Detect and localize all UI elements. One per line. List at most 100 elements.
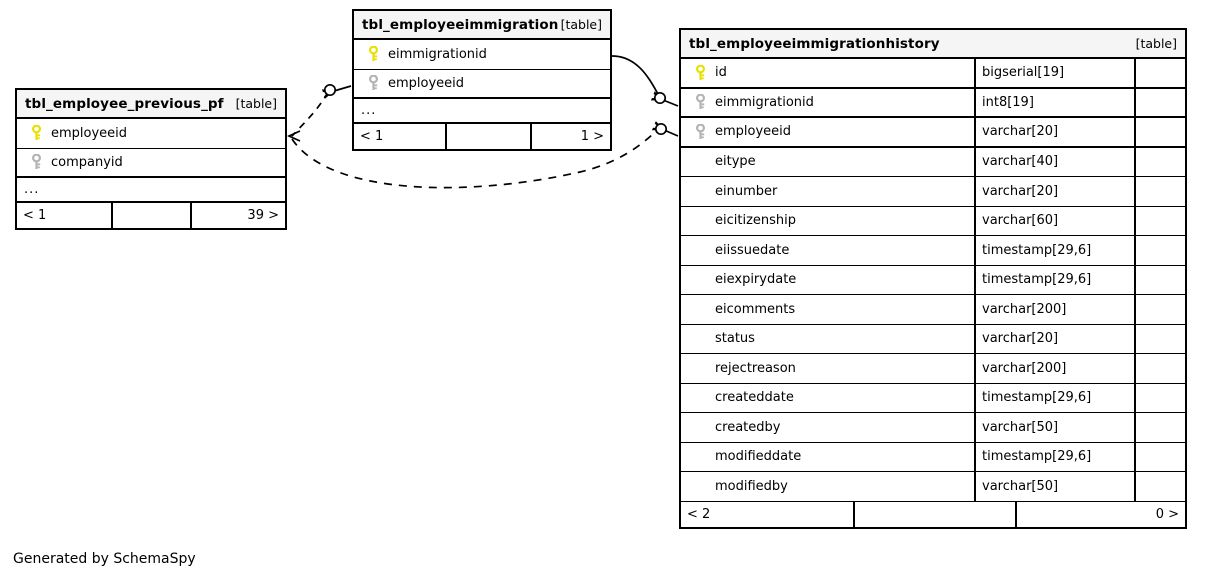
- column-cell: id: [681, 59, 974, 87]
- column-extra: [1134, 354, 1185, 383]
- table-row[interactable]: companyid: [17, 149, 285, 178]
- column-type: varchar[200]: [974, 354, 1134, 383]
- column-type: varchar[20]: [974, 177, 1134, 206]
- column-name: companyid: [51, 154, 123, 170]
- relationship-imm-to-prev: [286, 83, 352, 142]
- column-name: eicitizenship: [715, 213, 797, 229]
- column-cell: eimmigrationid: [354, 40, 610, 69]
- foreign-key-icon: [362, 75, 384, 91]
- column-name: eiissuedate: [715, 242, 790, 258]
- column-name: eimmigrationid: [388, 46, 487, 62]
- column-extra: [1134, 413, 1185, 442]
- column-cell: eitype: [681, 148, 974, 177]
- foreign-key-icon: [25, 154, 47, 170]
- zero-cardinality-marker: [653, 91, 667, 105]
- relationship-imm-to-hist: [611, 55, 679, 107]
- footer-child-count[interactable]: 0 >: [1015, 501, 1185, 527]
- footer-parent-count[interactable]: < 1: [360, 129, 384, 144]
- footer-child-count[interactable]: 39 >: [190, 203, 285, 228]
- footer-parent-count[interactable]: < 1: [23, 208, 47, 223]
- column-name: einumber: [715, 183, 778, 199]
- table-footer: < 1 39 >: [17, 203, 285, 228]
- column-extra: [1134, 295, 1185, 324]
- foreign-key-icon: [689, 123, 711, 140]
- column-extra: [1134, 472, 1185, 501]
- column-cell: status: [681, 325, 974, 354]
- primary-key-icon: [689, 64, 711, 81]
- table-header[interactable]: tbl_employeeimmigration [table]: [354, 11, 610, 40]
- primary-key-icon: [362, 46, 384, 62]
- column-name: id: [715, 65, 727, 81]
- table-footer: < 2 0 >: [681, 501, 1185, 527]
- table-type-tag: [table]: [560, 17, 602, 32]
- column-name: employeeid: [388, 75, 465, 91]
- footer-parent-count[interactable]: < 2: [687, 506, 711, 522]
- column-extra: [1134, 324, 1185, 353]
- column-cell: companyid: [17, 149, 267, 177]
- table-body: id bigserial[19] eimmigrationid int8[19]emp…: [681, 59, 1185, 502]
- table-row[interactable]: id bigserial[19]: [681, 59, 1185, 89]
- table-title: tbl_employeeimmigrationhistory: [689, 35, 940, 52]
- column-name: createdby: [715, 419, 781, 435]
- table-tbl_employeeimmigrationhistory[interactable]: tbl_employeeimmigrationhistory [table] i…: [679, 28, 1187, 529]
- table-row[interactable]: createddate timestamp[29,6]: [681, 383, 1185, 413]
- column-type: int8[19]: [974, 88, 1134, 116]
- footer-middle: [445, 124, 530, 149]
- column-type: timestamp[29,6]: [974, 383, 1134, 412]
- column-type: bigserial[19]: [974, 59, 1134, 87]
- column-cell: employeeid: [354, 70, 610, 98]
- column-extra: [1134, 236, 1185, 265]
- column-type: varchar[20]: [974, 118, 1134, 146]
- column-type: varchar[200]: [974, 295, 1134, 324]
- column-name: modifiedby: [715, 478, 788, 494]
- column-cell: rejectreason: [681, 354, 974, 383]
- column-cell: eimmigrationid: [681, 89, 974, 117]
- column-name: modifieddate: [715, 449, 802, 465]
- column-type: timestamp[29,6]: [974, 236, 1134, 265]
- column-name: eiexpirydate: [715, 272, 797, 288]
- table-type-tag: [table]: [235, 96, 277, 111]
- column-name: eimmigrationid: [715, 94, 814, 110]
- column-type: timestamp[29,6]: [974, 265, 1134, 294]
- column-extra: [1134, 59, 1185, 87]
- column-name: eitype: [715, 154, 756, 170]
- table-tbl_employeeimmigration[interactable]: tbl_employeeimmigration [table] eimmigra…: [352, 9, 612, 151]
- column-cell: employeeid: [681, 118, 974, 146]
- table-row[interactable]: employeeid: [17, 119, 285, 149]
- column-extra: [1134, 383, 1185, 412]
- column-cell: modifieddate: [681, 443, 974, 472]
- diagram-caption: Generated by SchemaSpy: [13, 551, 196, 567]
- column-name: status: [715, 331, 755, 347]
- footer-middle: [111, 203, 190, 228]
- table-tbl_employee_previous_pf[interactable]: tbl_employee_previous_pf [table] employe…: [15, 88, 287, 230]
- column-type: varchar[20]: [974, 324, 1134, 353]
- table-row[interactable]: eiissuedate timestamp[29,6]: [681, 236, 1185, 266]
- column-name: createddate: [715, 390, 794, 406]
- column-cell: eiissuedate: [681, 236, 974, 265]
- more-columns-indicator[interactable]: ...: [17, 178, 285, 203]
- column-cell: eicomments: [681, 295, 974, 324]
- table-header[interactable]: tbl_employee_previous_pf [table]: [17, 90, 285, 119]
- zero-cardinality-marker: [323, 83, 337, 97]
- table-row[interactable]: eiexpirydate timestamp[29,6]: [681, 265, 1185, 295]
- footer-child-count[interactable]: 1 >: [530, 124, 610, 149]
- table-row[interactable]: eimmigrationid: [354, 40, 610, 70]
- table-row[interactable]: status varchar[20]: [681, 324, 1185, 354]
- table-row[interactable]: einumber varchar[20]: [681, 177, 1185, 207]
- column-extra: [1134, 442, 1185, 471]
- table-row[interactable]: eimmigrationid int8[19]: [681, 88, 1185, 118]
- table-header[interactable]: tbl_employeeimmigrationhistory [table]: [681, 30, 1185, 59]
- column-cell: eicitizenship: [681, 207, 974, 236]
- table-title: tbl_employee_previous_pf: [25, 95, 224, 112]
- table-row[interactable]: employeeid: [354, 70, 610, 99]
- more-columns-indicator[interactable]: ...: [354, 99, 610, 124]
